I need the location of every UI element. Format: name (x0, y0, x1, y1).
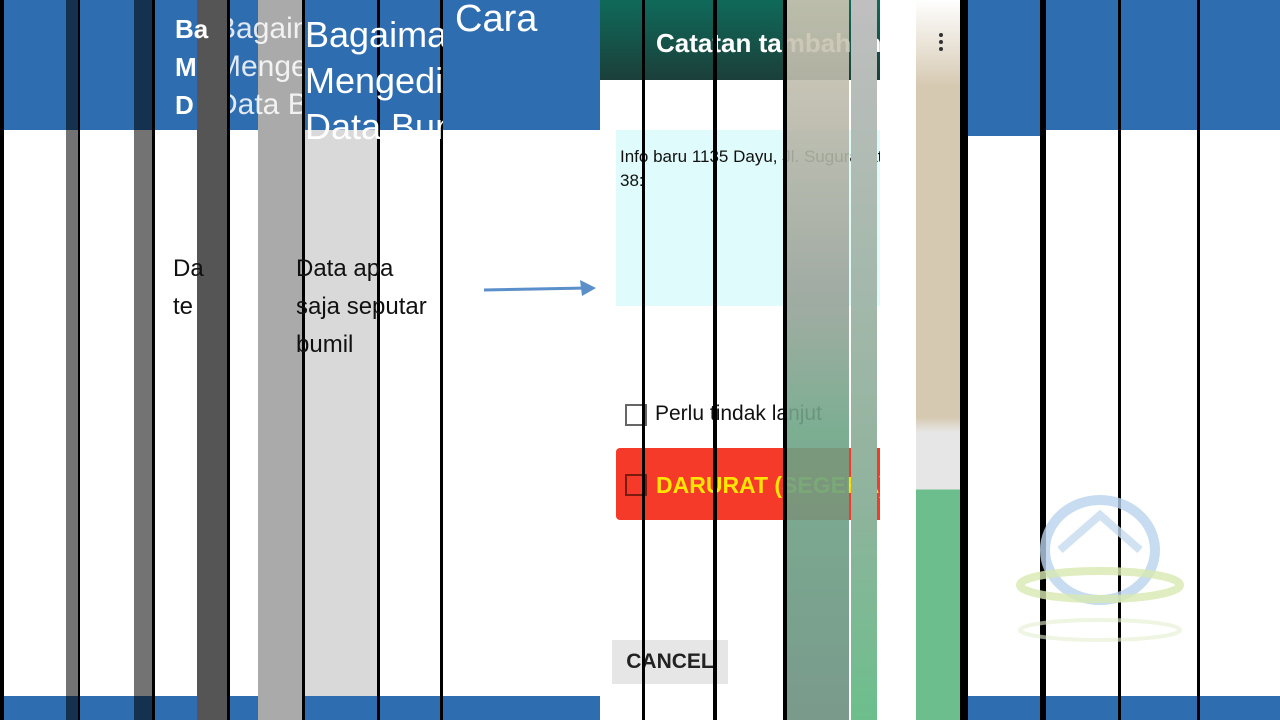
slide-strip-3: Ba M D Da te (155, 0, 227, 720)
more-vert-icon[interactable] (935, 32, 947, 52)
phone-screen-strip (851, 0, 877, 720)
slide-footer-band (380, 696, 440, 720)
slide-footer-band (1121, 696, 1197, 720)
slide1-title-fragment: Ba M D (175, 14, 209, 120)
followup-checkbox[interactable] (625, 404, 647, 426)
slide2-title-fragment: Bagaimana Mengedit Data Bumil? (230, 12, 302, 121)
slide-header-band (1200, 0, 1280, 130)
slide-header-band (1121, 0, 1197, 130)
organization-logo-icon (1016, 495, 1184, 642)
strip-shadow (66, 0, 78, 720)
slide-strip-2 (80, 0, 152, 720)
slide-footer-band (4, 696, 78, 720)
phone-screen-strip (916, 0, 960, 720)
slide-header-band (305, 0, 377, 130)
slide-footer-band (1200, 696, 1280, 720)
right-arrow-icon (484, 280, 596, 296)
slide-footer-band (1046, 696, 1118, 720)
slide-header-band (968, 0, 1040, 136)
slide-strip-8 (968, 0, 1040, 720)
strip-shadow (134, 0, 152, 720)
strip-gap (713, 0, 717, 720)
slide-header-band (380, 0, 440, 130)
strip-shadow (258, 0, 302, 720)
slide-strip-4: Bagaimana Mengedit Data Bumil? (230, 0, 302, 720)
slide-strip-1 (4, 0, 78, 720)
slide-header-band (443, 0, 603, 130)
cancel-button[interactable]: CANCEL (612, 640, 728, 684)
slide-strip-6 (380, 0, 440, 720)
slide1-body-fragment: Da te (173, 255, 204, 320)
slide3-title-fragment: Cara (455, 0, 538, 40)
slide-footer-band (968, 696, 1040, 720)
slide2-body: Data apa saja seputar bumil (296, 255, 427, 358)
strip-shadow (197, 0, 227, 720)
slide-footer-band (443, 696, 603, 720)
phone-screen-strip (787, 0, 849, 720)
slide-strip-7: Cara (443, 0, 603, 720)
followup-label: Perlu tindak lanjut (655, 402, 822, 425)
slide-header-band (4, 0, 78, 130)
strip-gap (642, 0, 645, 720)
slide-strip-5 (305, 0, 377, 720)
emergency-checkbox[interactable] (625, 474, 647, 496)
strip-gap (783, 0, 787, 720)
slide-strip-11 (1200, 0, 1280, 720)
slide-footer-band (305, 696, 377, 720)
phone-screen-strip (880, 0, 916, 720)
slide-header-band (1046, 0, 1118, 130)
